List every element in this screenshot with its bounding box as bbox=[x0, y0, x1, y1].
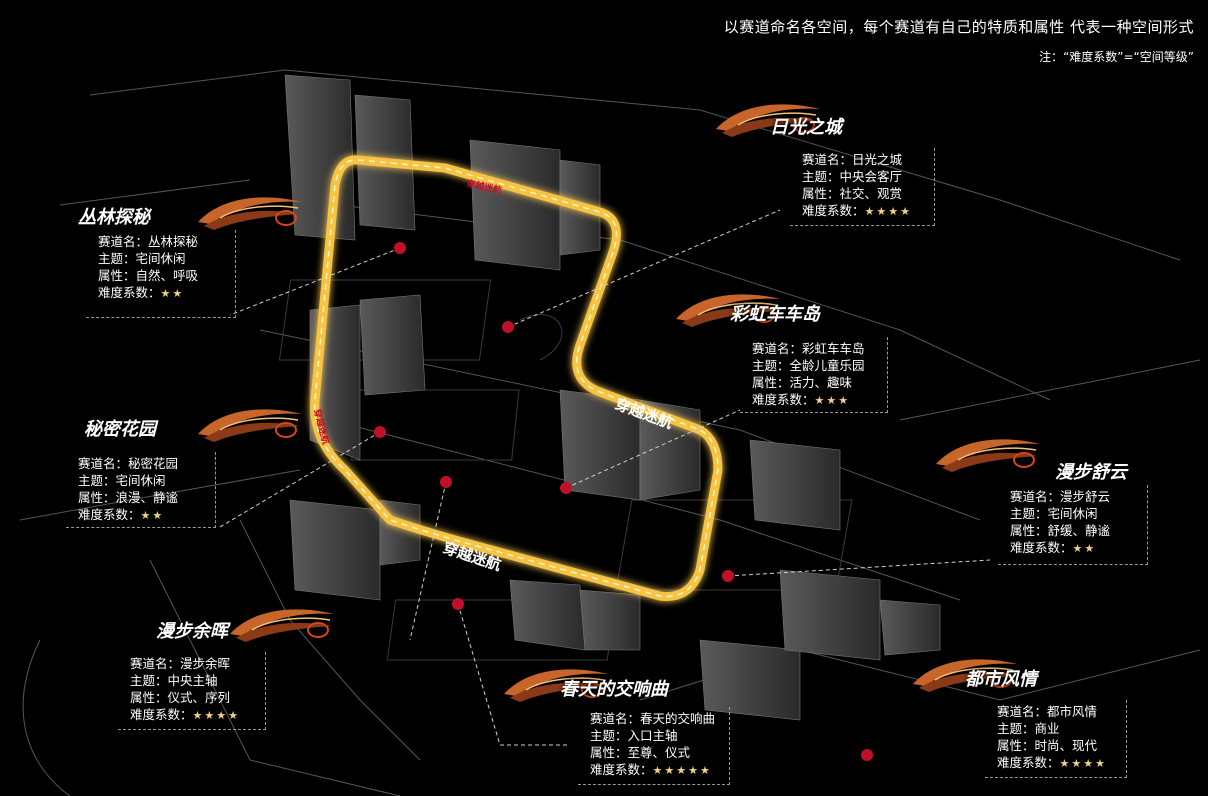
difficulty-label: 难度系数： bbox=[98, 285, 161, 300]
star-icon: ★★★ bbox=[814, 394, 851, 407]
star-icon: ★★★★ bbox=[1059, 757, 1107, 770]
star-icon: ★★★★ bbox=[192, 709, 240, 722]
zone-title: 彩虹车车岛 bbox=[730, 304, 820, 325]
zone-difficulty: 难度系数：★★★★★ bbox=[590, 761, 723, 779]
star-icon: ★★★★ bbox=[864, 205, 912, 218]
zone-field: 赛道名：都市风情 bbox=[997, 704, 1098, 719]
header-title: 以赛道命名各空间，每个赛道有自己的特质和属性 代表一种空间形式 bbox=[723, 18, 1194, 36]
zone-field: 赛道名：春天的交响曲 bbox=[590, 711, 716, 726]
zone-difficulty: 难度系数：★★★★ bbox=[802, 202, 928, 220]
zone-field: 赛道名：日光之城 bbox=[802, 152, 903, 167]
buildings bbox=[284, 74, 941, 721]
race-car-swoosh-icon bbox=[198, 197, 302, 230]
zone-field: 赛道名：秘密花园 bbox=[78, 456, 179, 471]
location-marker-icon bbox=[722, 570, 734, 582]
race-car-swoosh-icon bbox=[716, 104, 820, 137]
location-marker-icon bbox=[394, 242, 406, 254]
zone-difficulty: 难度系数：★★★★ bbox=[130, 706, 259, 724]
zone-difficulty: 难度系数：★★★★ bbox=[997, 754, 1120, 772]
zone-field: 赛道名：漫步舒云 bbox=[1010, 489, 1111, 504]
location-marker-icon bbox=[374, 426, 386, 438]
difficulty-label: 难度系数： bbox=[130, 707, 193, 722]
zone-field: 主题：全龄儿童乐园 bbox=[752, 358, 865, 373]
location-marker-icon bbox=[440, 476, 452, 488]
difficulty-label: 难度系数： bbox=[752, 392, 815, 407]
difficulty-label: 难度系数： bbox=[802, 203, 865, 218]
zone-field: 属性：活力、趣味 bbox=[752, 375, 853, 390]
zone-info-box: 赛道名：日光之城主题：中央会客厅属性：社交、观赏难度系数：★★★★ bbox=[790, 148, 935, 226]
zone-field: 属性：浪漫、静谧 bbox=[78, 490, 179, 505]
star-icon: ★★★★★ bbox=[652, 764, 712, 777]
location-marker-icon bbox=[560, 482, 572, 494]
difficulty-label: 难度系数： bbox=[1010, 540, 1073, 555]
zone-field: 属性：自然、呼吸 bbox=[98, 268, 199, 283]
zone-difficulty: 难度系数：★★ bbox=[98, 284, 229, 302]
zone-field: 属性：时尚、现代 bbox=[997, 738, 1098, 753]
star-icon: ★★ bbox=[140, 509, 165, 522]
zone-difficulty: 难度系数：★★ bbox=[78, 506, 209, 524]
zone-title: 丛林探秘 bbox=[78, 207, 150, 228]
zone-field: 主题：中央会客厅 bbox=[802, 169, 903, 184]
location-marker-icon bbox=[452, 598, 464, 610]
zone-difficulty: 难度系数：★★★ bbox=[752, 391, 881, 409]
zone-info-box: 赛道名：漫步舒云主题：宅间休闲属性：舒缓、静谧难度系数：★★ bbox=[998, 485, 1148, 565]
zone-info-box: 赛道名：彩虹车车岛主题：全龄儿童乐园属性：活力、趣味难度系数：★★★ bbox=[740, 337, 888, 413]
difficulty-label: 难度系数： bbox=[997, 755, 1060, 770]
zone-info-box: 赛道名：漫步余晖主题：中央主轴属性：仪式、序列难度系数：★★★★ bbox=[118, 652, 266, 730]
zone-title: 漫步舒云 bbox=[1055, 462, 1127, 483]
zone-field: 主题：中央主轴 bbox=[130, 673, 218, 688]
zone-field: 主题：商业 bbox=[997, 721, 1060, 736]
zone-field: 主题：入口主轴 bbox=[590, 728, 678, 743]
zone-field: 赛道名：彩虹车车岛 bbox=[752, 341, 865, 356]
zone-field: 赛道名：漫步余晖 bbox=[130, 656, 231, 671]
zone-title: 都市风情 bbox=[965, 669, 1037, 690]
race-car-swoosh-icon bbox=[936, 439, 1040, 472]
header-note: 注：“难度系数”=“空间等级” bbox=[1039, 50, 1194, 64]
zone-field: 属性：仪式、序列 bbox=[130, 690, 231, 705]
zone-field: 属性：至尊、仪式 bbox=[590, 745, 691, 760]
zone-info-box: 赛道名：秘密花园主题：宅间休闲属性：浪漫、静谧难度系数：★★ bbox=[66, 452, 216, 528]
location-marker-icon bbox=[502, 321, 514, 333]
difficulty-label: 难度系数： bbox=[78, 507, 141, 522]
zone-title: 秘密花园 bbox=[84, 419, 156, 440]
zone-info-box: 赛道名：丛林探秘主题：宅间休闲属性：自然、呼吸难度系数：★★ bbox=[86, 230, 236, 318]
zone-title: 日光之城 bbox=[770, 117, 842, 138]
zone-difficulty: 难度系数：★★ bbox=[1010, 539, 1141, 557]
race-car-swoosh-icon bbox=[913, 659, 1017, 692]
zone-field: 赛道名：丛林探秘 bbox=[98, 234, 199, 249]
race-car-swoosh-icon bbox=[676, 294, 780, 327]
difficulty-label: 难度系数： bbox=[590, 762, 653, 777]
zone-info-box: 赛道名：春天的交响曲主题：入口主轴属性：至尊、仪式难度系数：★★★★★ bbox=[578, 707, 730, 785]
zone-title: 漫步余晖 bbox=[156, 621, 228, 642]
zone-field: 属性：社交、观赏 bbox=[802, 186, 903, 201]
star-icon: ★★ bbox=[1072, 542, 1097, 555]
leader-lines bbox=[219, 209, 991, 746]
race-car-swoosh-icon bbox=[198, 409, 302, 442]
route-track bbox=[310, 155, 723, 601]
zone-field: 主题：宅间休闲 bbox=[1010, 506, 1098, 521]
zone-field: 属性：舒缓、静谧 bbox=[1010, 523, 1111, 538]
zone-title: 春天的交响曲 bbox=[560, 679, 668, 700]
star-icon: ★★ bbox=[160, 287, 185, 300]
race-car-swoosh-icon bbox=[504, 669, 608, 702]
zone-field: 主题：宅间休闲 bbox=[78, 473, 166, 488]
location-marker-icon bbox=[861, 749, 873, 761]
location-markers bbox=[374, 242, 873, 761]
race-car-swoosh-icon bbox=[230, 609, 334, 642]
zone-info-box: 赛道名：都市风情主题：商业属性：时尚、现代难度系数：★★★★ bbox=[985, 700, 1127, 778]
site-lines bbox=[19, 69, 1201, 796]
zone-field: 主题：宅间休闲 bbox=[98, 251, 186, 266]
